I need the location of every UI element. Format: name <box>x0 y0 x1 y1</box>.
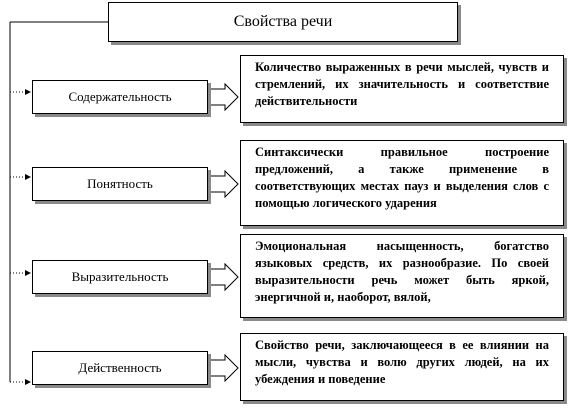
diagram-title: Свойства речи <box>108 2 458 42</box>
block-arrow-2 <box>209 169 239 199</box>
description-expressiveness: Эмоциональная насыщенность, богатство яз… <box>240 234 564 318</box>
property-clarity: Понятность <box>32 167 208 201</box>
block-arrow-1 <box>209 82 239 112</box>
property-effectiveness: Действенность <box>32 351 208 385</box>
description-clarity: Синтаксически правильное построение пред… <box>240 140 564 226</box>
block-arrow-3 <box>209 262 239 292</box>
description-effectiveness: Свойство речи, заключающееся в ее влияни… <box>240 333 564 401</box>
property-expressiveness: Выразительность <box>32 260 208 294</box>
block-arrow-4 <box>209 353 239 383</box>
description-content: Количество выраженных в речи мыслей, чув… <box>240 55 564 123</box>
property-content: Содержательность <box>32 80 208 114</box>
